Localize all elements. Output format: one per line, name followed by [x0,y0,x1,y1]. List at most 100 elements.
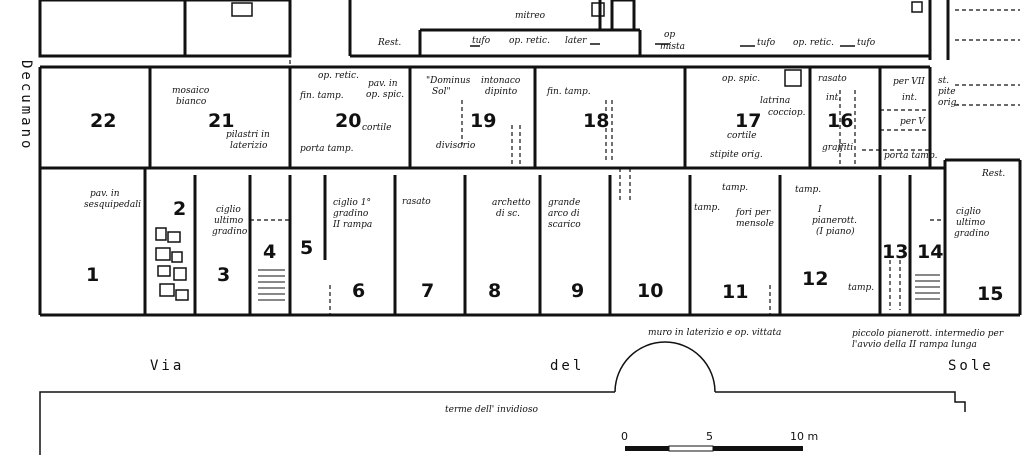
annotation: cocciop. [768,108,806,118]
annotation: grande [548,198,580,208]
annotation: archetto [492,198,531,208]
annotation: fori per [735,208,771,218]
annotation: int. [826,93,841,103]
annotation: gradino [333,209,369,219]
annotation: Sol" [432,87,451,97]
building-walls [38,65,1022,317]
wall-label-tufo-2: tufo [757,38,776,48]
room-number: 13 [882,241,908,263]
annotation: rasato [402,197,431,207]
north-structures [38,0,1020,60]
wall-label-rest: Rest. [377,38,401,48]
room-number: 18 [583,110,609,132]
annotation: int. [902,93,917,103]
room-number: 14 [917,241,943,263]
scale-label-ten: 10 m [790,430,818,443]
annotation: orig. [938,98,959,108]
annotation: piccolo pianerott. intermedio per [852,329,1004,339]
annotation: mosaico [172,86,210,96]
annotation: ciglio 1° [333,198,371,208]
annotation: op. spic. [366,90,404,100]
label-terme: terme dell' invidioso [445,405,538,415]
room-number: 16 [827,110,853,132]
street-sole: Sole [948,358,994,374]
dashed-features [250,60,1020,315]
annotation: ciglio [216,205,241,215]
annotation: op. retic. [318,71,359,81]
wall-label-op-retic-2: op. retic. [793,38,834,48]
annotation: latrina [760,96,790,106]
label-mitreo: mitreo [515,11,546,21]
room-number: 15 [977,283,1003,305]
street-del: del [550,358,584,374]
annotation: pite [938,87,956,97]
room-number: 19 [470,110,496,132]
annotation: sesquipedali [84,200,141,210]
room-number: 11 [722,281,748,303]
annotation: graffiti [822,143,853,153]
annotation: op. spic. [722,74,760,84]
room-number: 4 [263,241,276,263]
room-number: 12 [802,268,828,290]
annotation: bianco [176,97,207,107]
annotation: divisorio [436,141,476,151]
wall-label-op-retic-1: op. retic. [509,36,550,46]
annotation: II rampa [332,220,372,230]
annotation: stipite orig. [710,150,763,160]
annotation: arco di [548,209,580,219]
annotation: pilastri in [226,130,270,140]
annotation: st. [938,76,949,86]
annotation: pav. in [368,79,398,89]
wall-label-tufo-1: tufo [472,36,491,46]
wall-label-op-mista-2: mista [660,42,685,52]
annotation: scarico [548,220,581,230]
annotation: ultimo [956,218,986,228]
annotation: I [817,205,822,215]
room-number: 21 [208,110,234,132]
room-number: 2 [173,198,186,220]
room-number: 8 [488,280,501,302]
annotation: laterizio [230,141,268,151]
annotation: gradino [212,227,248,237]
annotation: tamp. [848,283,874,293]
room-number: 6 [352,280,365,302]
room-number: 17 [735,110,761,132]
staircases [258,269,940,301]
annotation: dipinto [485,87,518,97]
annotation: pav. in [90,189,120,199]
room-number: 7 [421,280,434,302]
scale-label-zero: 0 [621,430,628,443]
annotation: tamp. [694,203,720,213]
annotation: ultimo [214,216,244,226]
annotation: pianerott. [812,216,857,226]
annotation: porta tamp. [884,151,938,161]
room-number: 5 [300,237,313,259]
annotation: intonaco [481,76,521,86]
scale-label-five: 5 [706,430,713,443]
annotation: cortile [727,131,756,141]
annotation: mensole [736,219,774,229]
annotation: rasato [818,74,847,84]
annotation: muro in laterizio e op. vittata [648,328,781,338]
annotation: per VII [893,77,925,87]
room-number: 9 [571,280,584,302]
wall-label-op-mista-1: op [664,30,675,40]
annotation: per V [900,117,926,127]
room-number: 22 [90,110,116,132]
annotation: Rest. [981,169,1005,179]
street-via: Via [150,358,184,374]
apse-curve [614,341,716,393]
annotation: ciglio [956,207,981,217]
annotation: (I piano) [816,226,855,237]
room-number: 10 [637,280,663,302]
annotation: "Dominus [426,76,471,86]
annotation: gradino [954,229,990,239]
terme-outline [39,391,966,455]
decumano-label: Decumano [18,60,34,151]
annotation: tamp. [722,183,748,193]
annotation: l'avvio della II rampa lunga [852,340,977,350]
scale-bar [625,445,803,452]
annotation: fin. tamp. [299,91,344,101]
room-number: 3 [217,264,230,286]
